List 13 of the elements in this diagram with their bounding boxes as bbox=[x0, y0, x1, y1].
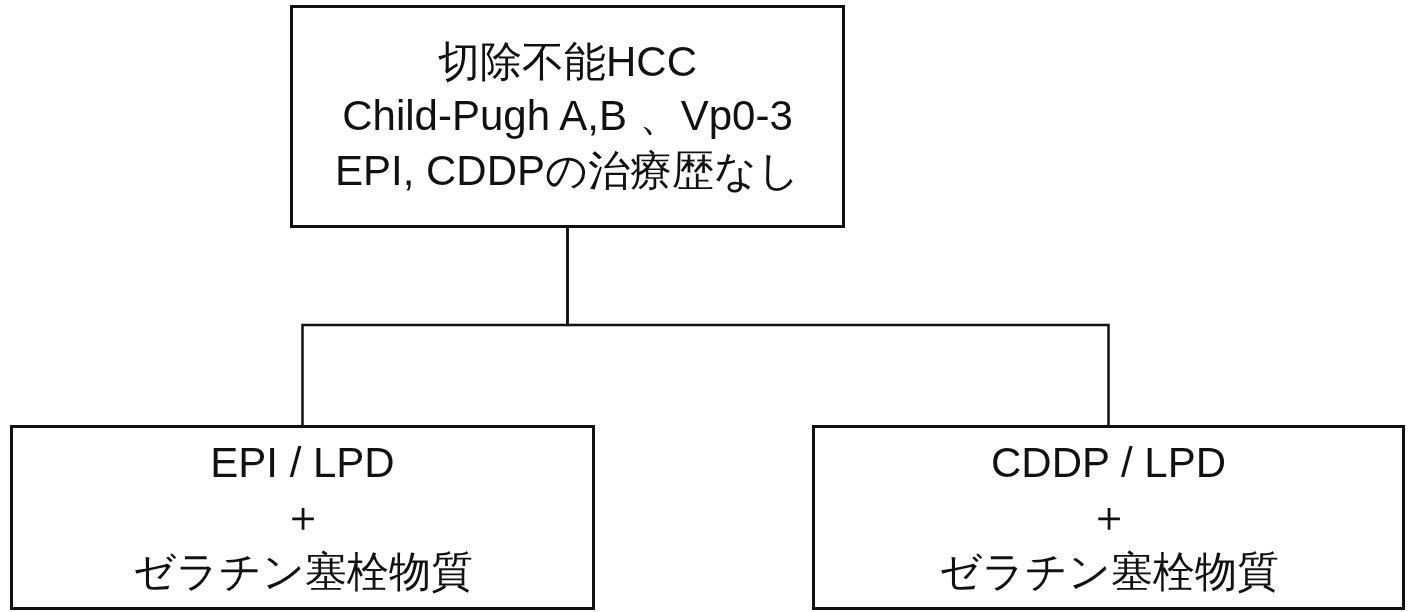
connector-line bbox=[566, 228, 1110, 425]
box-text: ＋ bbox=[1087, 492, 1130, 543]
box-text: ＋ bbox=[281, 492, 324, 543]
process-box bbox=[290, 5, 845, 228]
box-text: EPI / LPD bbox=[210, 437, 395, 488]
box-text: CDDP / LPD bbox=[991, 437, 1226, 488]
process-box bbox=[812, 425, 1405, 610]
box-text: Child-Pugh A,B 、Vp0-3 bbox=[342, 91, 793, 142]
box-text: 切除不能HCC bbox=[438, 36, 697, 87]
box-text: ゼラチン塞栓物質 bbox=[938, 546, 1279, 597]
box-text: EPI, CDDPの治療歴なし bbox=[334, 145, 800, 196]
box-text: ゼラチン塞栓物質 bbox=[132, 546, 473, 597]
process-box bbox=[10, 425, 595, 610]
